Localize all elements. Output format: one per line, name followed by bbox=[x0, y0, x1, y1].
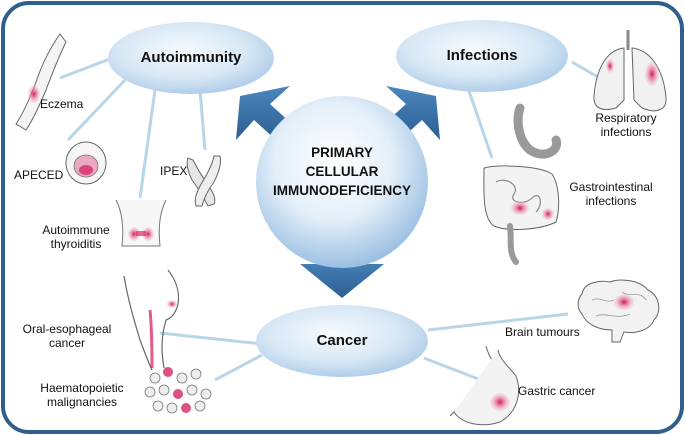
infections-bubble bbox=[396, 20, 568, 92]
label-gi-line1: Gastrointestinal bbox=[569, 180, 653, 194]
label-haematopoietic-malignancies: Haematopoietic malignancies bbox=[30, 381, 134, 409]
infections-title: Infections bbox=[446, 47, 518, 64]
mouth-icon bbox=[65, 141, 107, 185]
autoimmunity-title: Autoimmunity bbox=[140, 49, 242, 66]
label-thyroiditis-line1: Autoimmune bbox=[42, 223, 110, 237]
arrow-to-cancer bbox=[300, 256, 384, 298]
arm-icon bbox=[15, 33, 67, 131]
connector-eczema bbox=[59, 55, 116, 80]
label-gastrointestinal-infections: Gastrointestinal infections bbox=[559, 180, 663, 208]
label-respiratory-line1: Respiratory bbox=[595, 111, 657, 125]
label-gastric-cancer: Gastric cancer bbox=[518, 384, 596, 398]
label-haem-line2: malignancies bbox=[46, 395, 118, 409]
brain-icon bbox=[577, 279, 660, 343]
label-haem-line1: Haematopoietic bbox=[40, 381, 124, 395]
cancer-title: Cancer bbox=[316, 332, 368, 349]
label-eczema: Eczema bbox=[40, 97, 84, 111]
center-title-line2: CELLULAR bbox=[305, 164, 379, 179]
label-oral-esophageal-cancer: Oral-esophageal cancer bbox=[14, 322, 120, 350]
stomach-icon bbox=[449, 345, 520, 426]
label-oral-line1: Oral-esophageal bbox=[22, 322, 112, 336]
center-circle bbox=[256, 96, 428, 268]
label-gi-line2: infections bbox=[585, 194, 637, 208]
center-title-line1: PRIMARY bbox=[311, 145, 373, 160]
head-esophagus-icon bbox=[123, 269, 180, 371]
label-respiratory-infections: Respiratory infections bbox=[584, 111, 668, 139]
label-oral-line2: cancer bbox=[48, 336, 86, 350]
label-respiratory-line2: infections bbox=[600, 125, 652, 139]
cancer-bubble bbox=[256, 305, 428, 377]
label-apeced: APECED bbox=[14, 168, 64, 182]
lungs-icon bbox=[593, 30, 667, 112]
neck-thyroid-icon bbox=[115, 199, 167, 247]
connector-thyroiditis bbox=[138, 89, 157, 199]
center-title-line3: IMMUNODEFICIENCY bbox=[273, 183, 411, 198]
autoimmunity-bubble bbox=[108, 22, 274, 94]
connector-lines bbox=[59, 55, 604, 384]
chromosome-icon bbox=[186, 155, 221, 207]
connector-ipex bbox=[198, 89, 207, 151]
label-autoimmune-thyroiditis: Autoimmune thyroiditis bbox=[36, 223, 116, 251]
blood-cells-icon bbox=[144, 367, 212, 414]
label-ipex: IPEX bbox=[160, 164, 188, 178]
center-title: PRIMARY CELLULAR IMMUNODEFICIENCY bbox=[262, 143, 422, 200]
connector-gi bbox=[466, 87, 494, 159]
connector-apeced bbox=[66, 78, 127, 142]
intestines-icon bbox=[483, 103, 562, 265]
connector-brain bbox=[427, 312, 569, 332]
connector-haem bbox=[214, 353, 263, 382]
label-thyroiditis-line2: thyroiditis bbox=[50, 237, 102, 251]
connector-oral bbox=[159, 331, 263, 346]
connector-gastric bbox=[423, 356, 487, 384]
label-brain-tumours: Brain tumours bbox=[505, 325, 580, 339]
